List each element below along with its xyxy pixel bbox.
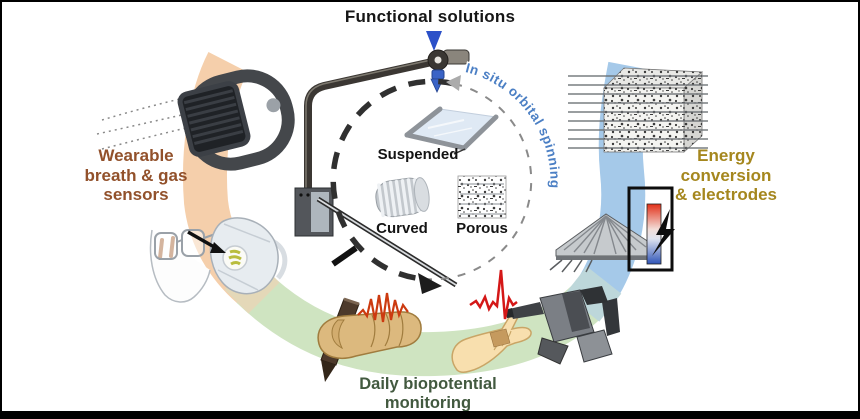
handwriting-illustration bbox=[317, 292, 422, 382]
energy-conversion-label: Energy conversion & electrodes bbox=[641, 146, 811, 205]
mask-valve-arrow-icon bbox=[187, 230, 226, 253]
figure-title: Functional solutions bbox=[344, 7, 516, 26]
frame-bottom-bar bbox=[2, 411, 858, 417]
structure-porous: Porous bbox=[456, 175, 508, 237]
breath-lines-icon bbox=[96, 97, 187, 150]
fibrous-cube-illustration bbox=[568, 67, 708, 153]
circuit-loop bbox=[627, 186, 674, 272]
fiber-wires bbox=[568, 75, 708, 149]
human-hand bbox=[451, 309, 532, 374]
structure-curved: Curved bbox=[375, 177, 430, 237]
watch-button-icon bbox=[266, 98, 281, 113]
electrode-patch bbox=[489, 328, 511, 348]
energy-harvester-illustration bbox=[549, 186, 675, 273]
mask-valve-fan bbox=[228, 249, 242, 266]
energy-line-2: conversion bbox=[680, 165, 772, 185]
robot-hand-icon bbox=[505, 286, 620, 365]
porous-cube-icon bbox=[603, 67, 703, 153]
face-mask-illustration bbox=[149, 217, 288, 303]
suspended-frame bbox=[404, 106, 499, 151]
suspended-label: Suspended bbox=[378, 146, 459, 163]
biopotential-line-1: Daily biopotential bbox=[359, 375, 497, 393]
curved-label: Curved bbox=[376, 220, 428, 237]
orbit-counter-arrow-icon bbox=[446, 75, 461, 91]
hand-robot-illustration bbox=[451, 269, 620, 374]
curved-cylinder-icon bbox=[375, 177, 430, 218]
energy-line-3: & electrodes bbox=[674, 185, 778, 205]
wearable-line-1: Wearable bbox=[98, 146, 174, 165]
apparatus-arm bbox=[304, 58, 433, 192]
wearable-sensors-label: Wearable breath & gas sensors bbox=[51, 146, 221, 205]
wearable-line-2: breath & gas bbox=[84, 165, 188, 185]
porous-label: Porous bbox=[456, 220, 508, 237]
collector-clamp bbox=[294, 187, 334, 237]
structure-suspended: Suspended bbox=[378, 106, 499, 163]
writing-thumb bbox=[331, 319, 345, 350]
emg-signal-icon bbox=[357, 292, 409, 323]
feed-arrow-icon bbox=[426, 31, 442, 51]
orbit-direction-arrow-icon bbox=[418, 273, 442, 294]
apparatus-arm-highlight bbox=[305, 59, 432, 190]
ecg-signal-icon bbox=[469, 269, 518, 320]
writing-hand bbox=[317, 311, 422, 359]
wearable-line-3: sensors bbox=[103, 185, 169, 205]
smartwatch-body bbox=[177, 69, 295, 171]
orbit-dashed-arc-dark bbox=[330, 78, 456, 282]
lightning-icon bbox=[652, 209, 675, 256]
biopotential-line-2: monitoring bbox=[384, 394, 472, 413]
biopotential-monitoring-label: Daily biopotential monitoring bbox=[328, 375, 528, 413]
smartwatch-illustration bbox=[96, 69, 295, 171]
energy-line-1: Energy bbox=[697, 146, 755, 165]
orbit-path: In situ orbital spinning bbox=[330, 59, 564, 294]
